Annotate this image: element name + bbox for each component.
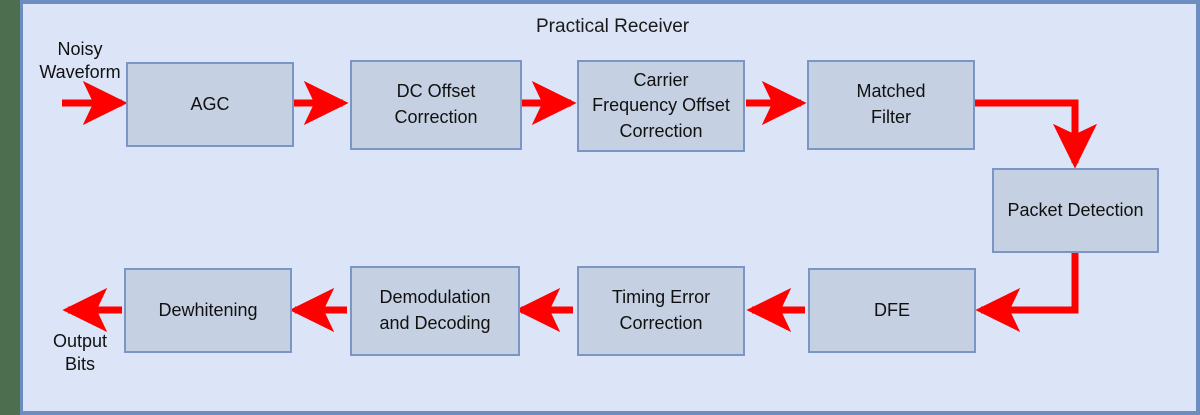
- node-packet-detection-line-1: Packet Detection: [1007, 199, 1144, 220]
- node-cfo-line-1: Carrier: [633, 69, 689, 90]
- node-demodulation-and-decoding[interactable]: Demodulation and Decoding: [350, 266, 520, 356]
- diagram-title: Practical Receiver: [536, 16, 690, 37]
- node-carrier-frequency-offset[interactable]: Carrier Frequency Offset Correction: [577, 60, 745, 152]
- node-cfo-line-3: Correction: [619, 120, 703, 141]
- node-cfo-line-2: Frequency Offset: [592, 95, 730, 116]
- arrow-packet-detection-to-dfe: [975, 253, 1079, 333]
- node-demod-line-2: and Decoding: [379, 313, 491, 333]
- node-matched-filter-line-1: Matched: [856, 81, 926, 102]
- node-dfe-line-1: DFE: [874, 299, 910, 320]
- node-timing-error-correction[interactable]: Timing Error Correction: [577, 266, 745, 356]
- node-dc-offset[interactable]: DC Offset Correction: [350, 60, 522, 150]
- node-matched-filter-line-2: Filter: [871, 107, 911, 127]
- node-dc-offset-line-2: Correction: [394, 107, 478, 127]
- node-dc-offset-line-1: DC Offset: [396, 81, 476, 102]
- node-matched-filter[interactable]: Matched Filter: [807, 60, 975, 150]
- node-demod-line-1: Demodulation: [379, 287, 491, 308]
- node-agc-line-1: AGC: [190, 93, 230, 114]
- node-timing-error-line-1: Timing Error: [611, 287, 711, 308]
- node-dewhitening-line-1: Dewhitening: [158, 299, 258, 320]
- arrow-matched-filter-to-packet-detection: [974, 99, 1098, 169]
- node-dfe[interactable]: DFE: [808, 268, 976, 353]
- node-agc[interactable]: AGC: [126, 62, 294, 147]
- left-edge-strip: [0, 0, 20, 415]
- node-packet-detection[interactable]: Packet Detection: [992, 168, 1159, 253]
- node-dewhitening[interactable]: Dewhitening: [124, 268, 292, 353]
- input-label: Noisy Waveform: [39, 39, 121, 83]
- node-timing-error-line-2: Correction: [619, 313, 703, 333]
- output-label: Output Bits: [52, 331, 108, 375]
